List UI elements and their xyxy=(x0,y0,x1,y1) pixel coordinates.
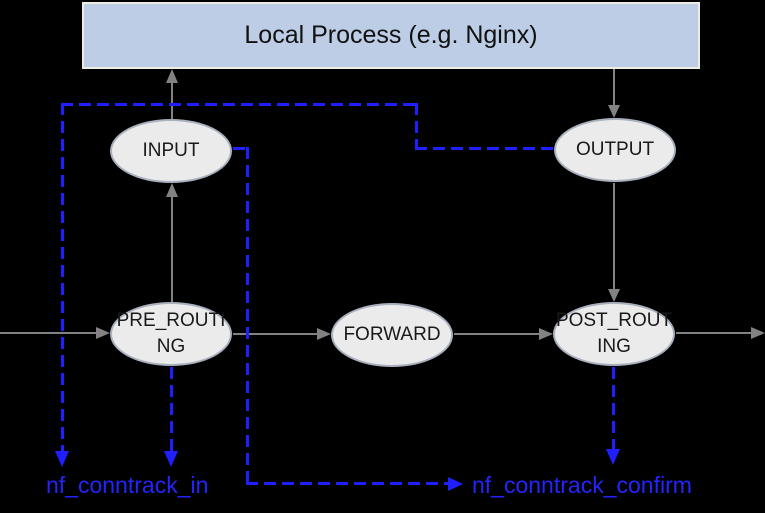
conntrack-in-path-riser-segment xyxy=(415,103,418,148)
edge-postrouting-to-out-arrowhead xyxy=(751,327,765,339)
conntrack-in-path-drop-segment xyxy=(61,103,64,451)
edge-prerouting-to-forward-arrowhead xyxy=(317,328,331,340)
edge-process-to-output-arrowhead xyxy=(608,105,620,118)
conntrack-in-path-top-segment xyxy=(61,103,417,106)
node-forward: FORWARD xyxy=(331,303,453,367)
edge-output-to-postrouting-arrowhead xyxy=(608,289,620,302)
node-pre-routing-label-line1: PRE_ROUTI xyxy=(116,310,226,331)
node-output: OUTPUT xyxy=(554,118,676,182)
edge-in-to-prerouting-line xyxy=(0,332,97,334)
edge-postrouting-to-out-line xyxy=(676,332,751,334)
edge-prerouting-to-input-arrowhead xyxy=(166,183,178,197)
conntrack-in-path-from-prerouting-segment xyxy=(170,367,173,451)
node-forward-label: FORWARD xyxy=(343,324,441,345)
conntrack-confirm-arrowhead-horizontal xyxy=(448,477,463,491)
edge-input-to-process-line xyxy=(171,83,173,119)
edge-forward-to-postrouting-line xyxy=(454,333,539,335)
node-pre-routing-label-line2: NG xyxy=(156,336,186,357)
edge-process-to-output-line xyxy=(613,69,615,105)
node-post-routing-label-line1: POST_ROUT xyxy=(555,310,673,331)
node-input-label: INPUT xyxy=(142,140,200,161)
node-pre-routing: PRE_ROUTI NG xyxy=(110,302,232,366)
conntrack-confirm-path-from-input-segment xyxy=(233,147,248,150)
conntrack-confirm-path-bottom-segment xyxy=(246,482,448,485)
edge-output-to-postrouting-line xyxy=(613,183,615,289)
conntrack-confirm-path-drop-segment xyxy=(246,147,249,484)
node-output-label: OUTPUT xyxy=(575,139,655,160)
node-post-routing: POST_ROUT ING xyxy=(553,302,675,366)
conntrack-in-arrowhead-left xyxy=(55,451,69,467)
label-nf-conntrack-confirm: nf_conntrack_confirm xyxy=(472,472,692,498)
conntrack-in-arrowhead-right xyxy=(164,451,178,467)
label-nf-conntrack-in: nf_conntrack_in xyxy=(46,472,209,498)
local-process-box: Local Process (e.g. Nginx) xyxy=(82,2,700,69)
conntrack-confirm-arrowhead-down xyxy=(606,449,620,465)
conntrack-in-path-from-output-segment xyxy=(415,147,554,150)
conntrack-confirm-path-from-postrouting-segment xyxy=(612,367,615,449)
edge-prerouting-to-forward-line xyxy=(233,333,317,335)
node-post-routing-label-line2: ING xyxy=(597,336,631,357)
local-process-label: Local Process (e.g. Nginx) xyxy=(244,21,538,49)
edge-input-to-process-arrowhead xyxy=(166,69,178,83)
edge-in-to-prerouting-arrowhead xyxy=(96,327,110,339)
edge-forward-to-postrouting-arrowhead xyxy=(539,328,553,340)
edge-prerouting-to-input-line xyxy=(171,197,173,302)
node-input: INPUT xyxy=(110,119,232,183)
